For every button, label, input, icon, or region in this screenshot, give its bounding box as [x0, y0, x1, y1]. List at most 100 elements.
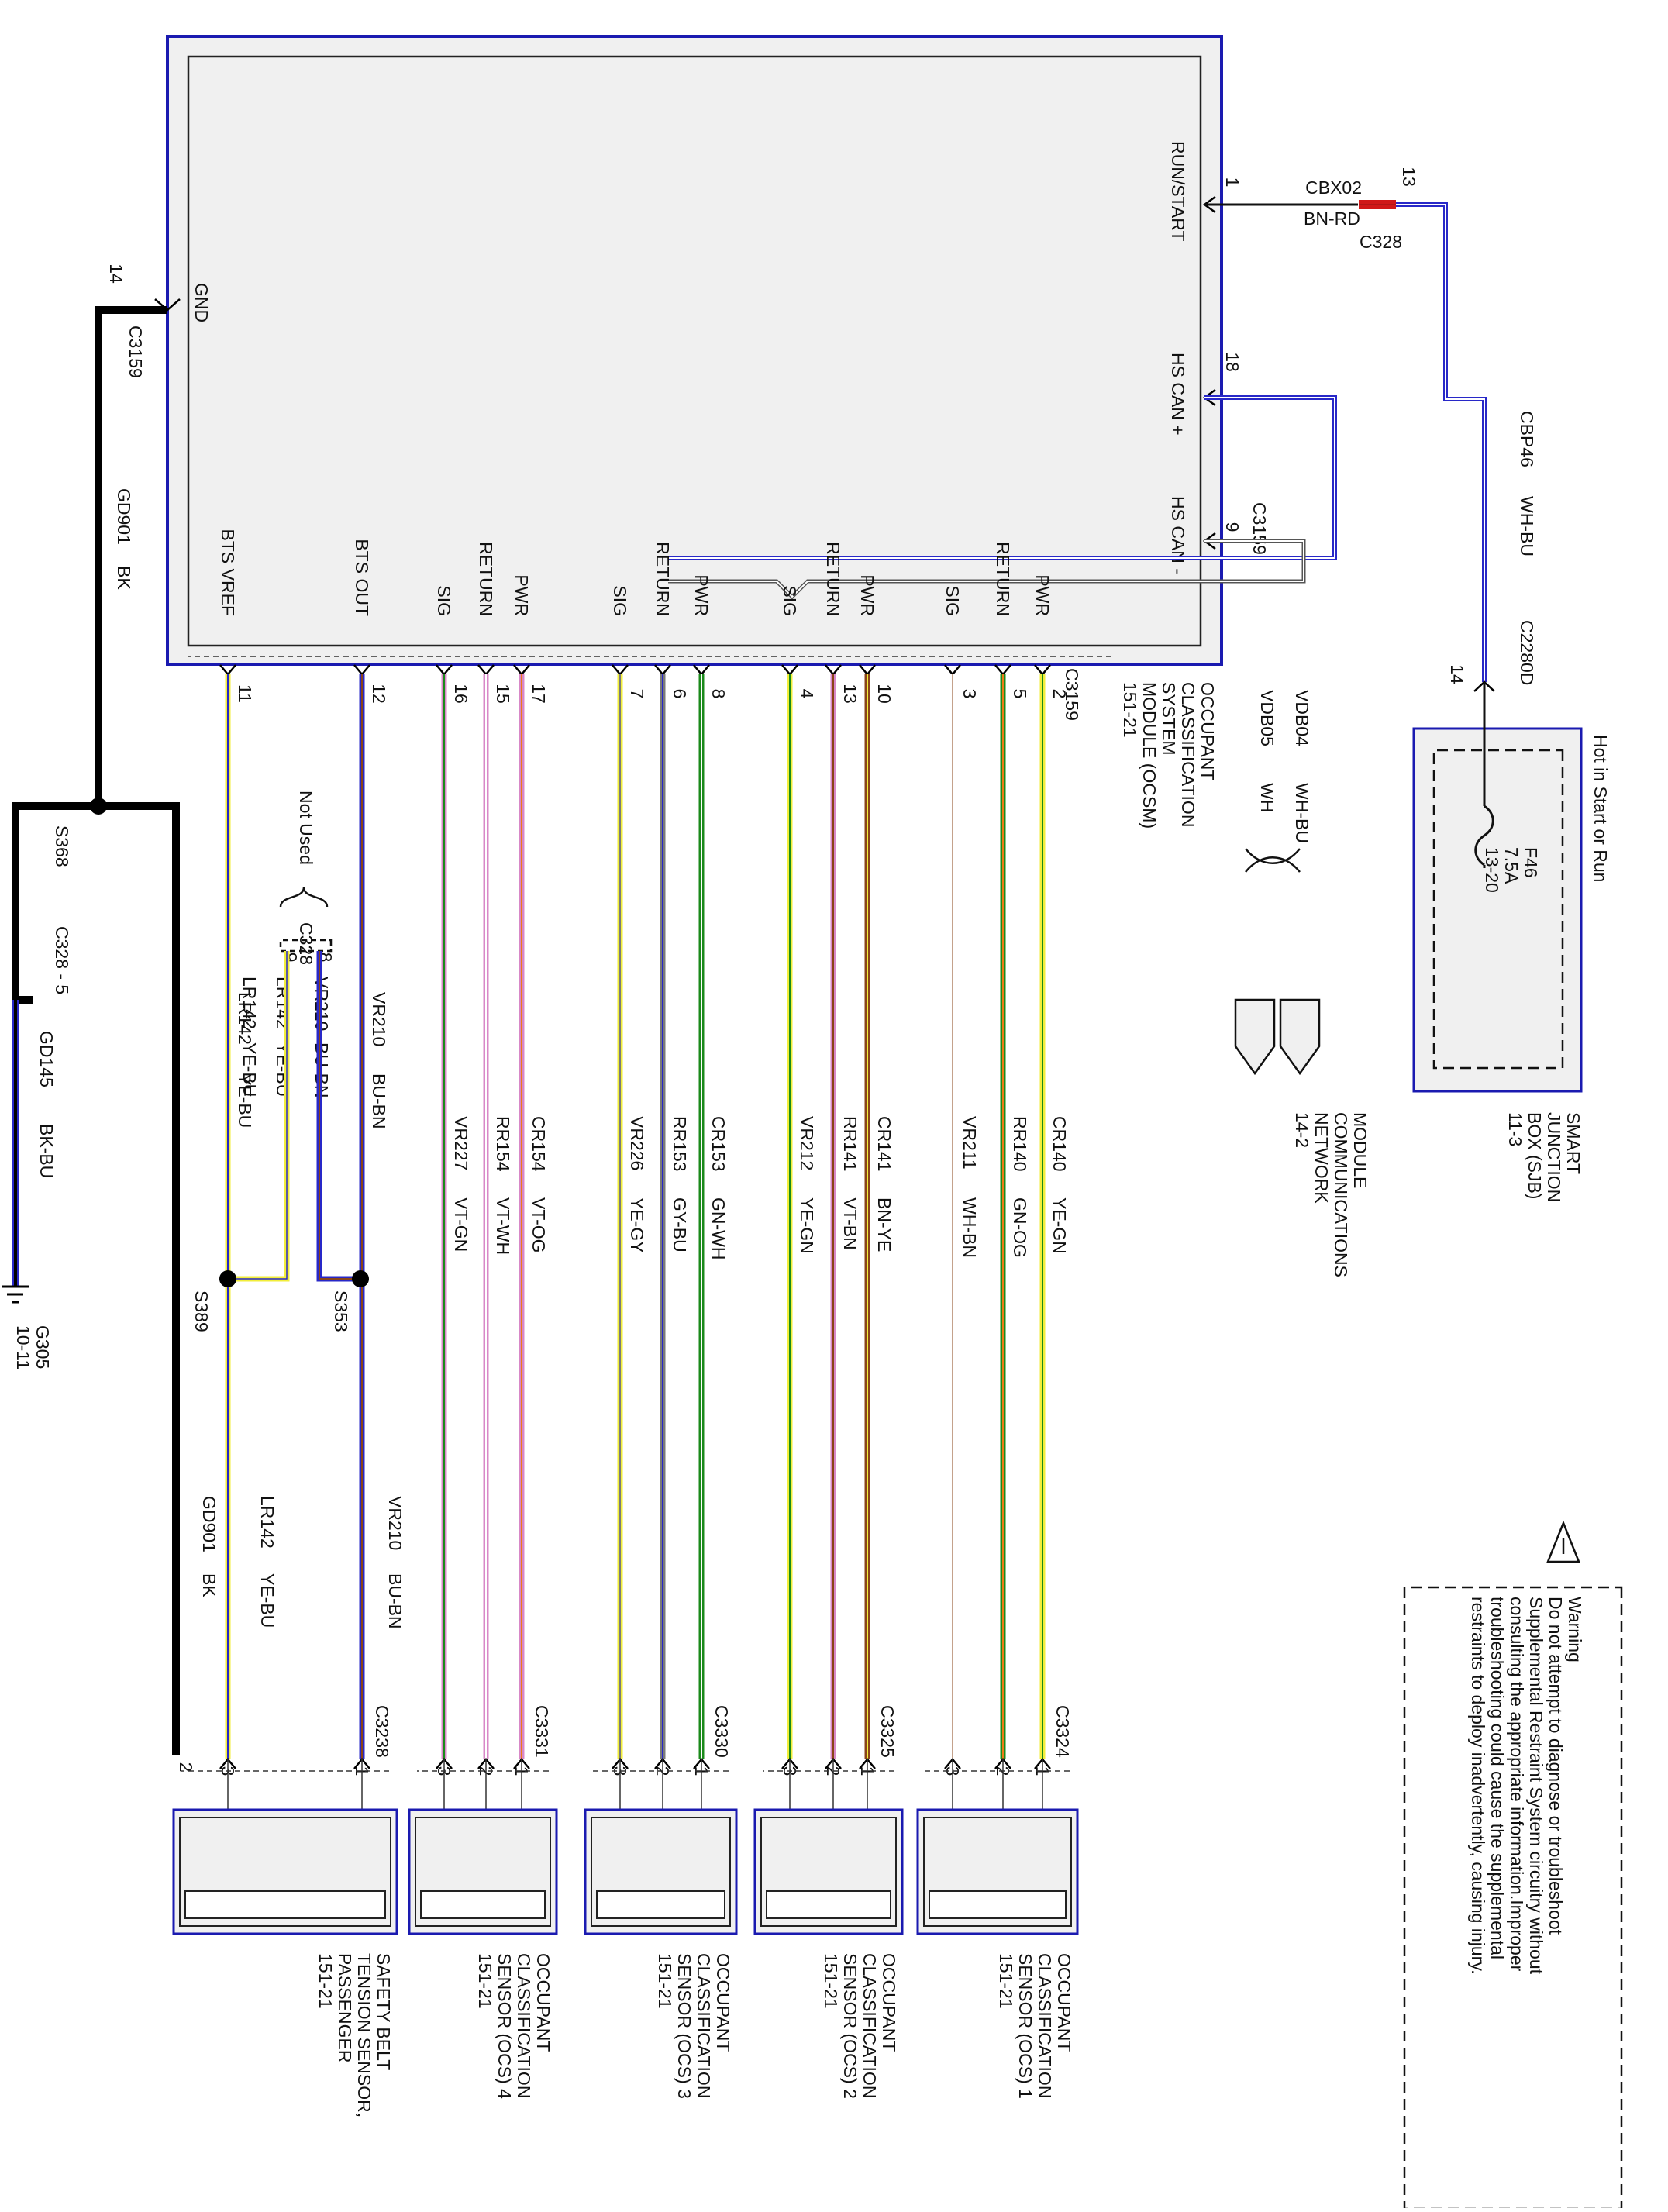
ocsm-module: OCCUPANT CLASSIFICATION SYSTEM MODULE (O…	[166, 35, 1223, 829]
c2280d-pin: 14	[1447, 664, 1467, 684]
circuit-color: YE-GN	[1049, 1197, 1070, 1254]
cbx02-circuit: CBX02	[1305, 177, 1362, 198]
pin-arrow-icon	[654, 664, 671, 676]
warning-title: Warning	[1565, 1597, 1585, 1662]
lr142-stub1-color: YE-BU	[273, 1042, 293, 1097]
g305-name: G305	[33, 1325, 53, 1369]
sensor-title-line: TENSION SENSOR,	[354, 1953, 374, 2117]
lr142-stub2-circuit: LR142	[240, 977, 260, 1029]
pin-number: 3	[960, 689, 980, 699]
gnd-pin: 14	[106, 264, 126, 284]
sensor-title-line: 151-21	[821, 1953, 841, 2009]
run-start-label: RUN/START	[1168, 141, 1188, 242]
pin-arrow-icon	[513, 664, 530, 676]
pin-function-label: PWR	[857, 574, 877, 616]
pin-number: 17	[529, 684, 549, 704]
network-line-2: COMMUNICATIONS	[1331, 1112, 1351, 1277]
circuit-color: VT-OG	[529, 1197, 549, 1253]
sjb-title-line-4: 11-3	[1505, 1112, 1525, 1146]
vr210-lower-circuit: VR210	[385, 1496, 405, 1550]
pin-function-label: PWR	[512, 574, 532, 616]
pin-function-label: SIG	[943, 585, 963, 616]
sensor-title-line: OCCUPANT	[879, 1953, 899, 2052]
pin-number: 10	[874, 684, 894, 704]
warning-line-4: troubleshooting could cause the suppleme…	[1487, 1597, 1508, 1959]
pin-number: 16	[451, 684, 471, 704]
circuit-id: CR141	[874, 1116, 894, 1172]
fuse-ref: 13-20	[1482, 847, 1502, 893]
pin-function-label: PWR	[691, 574, 712, 616]
pin-function-label: PWR	[1032, 574, 1053, 616]
sjb-title-line-2: JUNCTION	[1544, 1112, 1564, 1202]
not-used-label: Not Used	[296, 791, 316, 865]
circuit-color: GY-BU	[670, 1197, 690, 1252]
warning-triangle-icon	[1546, 1520, 1580, 1563]
can-plus-pin: 18	[1222, 352, 1242, 372]
pin-number: 7	[627, 689, 647, 699]
lr142-lower-circuit: LR142	[257, 1496, 277, 1549]
gnd-connector: C3159	[126, 326, 146, 378]
pin-wires: PWR2CR140YE-GN1RETURN5RR140GN-OG2SIG3VR2…	[218, 529, 1070, 1891]
can-minus-pin: 9	[1222, 522, 1242, 532]
sensor-title-line: OCCUPANT	[533, 1953, 553, 2052]
sensor-inner-frame	[760, 1817, 897, 1927]
splice-s353: S353	[331, 1290, 351, 1332]
pin-arrow-icon	[994, 664, 1011, 676]
lr142-stub1-circuit: LR142	[273, 977, 293, 1029]
fuse-rating: 7.5A	[1501, 847, 1522, 884]
circuit-id: LR142	[235, 992, 255, 1045]
fuse-name: F46	[1521, 847, 1541, 878]
sensor-inner-frame	[415, 1817, 551, 1927]
pin-function-label: SIG	[610, 585, 630, 616]
circuit-color: VT-BN	[840, 1197, 860, 1250]
bts-gnd-pin: 2	[176, 1762, 196, 1773]
gd145-color: BK-BU	[36, 1124, 57, 1178]
c328-inline-label: C328 - 5	[52, 926, 72, 994]
vr210-lower-color: BU-BN	[385, 1573, 405, 1629]
sensor-connector-label: C3324	[1053, 1705, 1073, 1758]
g305-ref: 10-11	[13, 1325, 33, 1370]
network-line-1: MODULE	[1350, 1112, 1370, 1188]
hs-can-plus-label: HS CAN +	[1168, 353, 1188, 436]
sensor-title-line: OCCUPANT	[713, 1953, 733, 2052]
smart-junction-box: Hot in Start or Run F46 7.5A 13-20 SMART…	[1412, 682, 1611, 1202]
pin-function-label: SIG	[434, 585, 454, 616]
circuit-color: BN-YE	[874, 1197, 894, 1252]
can-connector-label: C3159	[1249, 502, 1270, 555]
circuit-id: VR210	[369, 992, 389, 1046]
circuit-color: YE-GN	[797, 1197, 817, 1254]
circuit-color: GN-WH	[708, 1197, 729, 1259]
pin-function-label: RETURN	[476, 542, 496, 616]
pin-arrow-icon	[612, 664, 629, 676]
gd145-circuit: GD145	[36, 1031, 57, 1087]
circuit-id: RR140	[1010, 1116, 1030, 1172]
pin-function-label: BTS OUT	[352, 539, 372, 616]
pin-arrow-icon	[353, 664, 370, 676]
network-line-3: NETWORK	[1311, 1112, 1332, 1204]
sensor-title-line: 151-21	[475, 1953, 495, 2009]
pin-arrow-icon	[436, 664, 453, 676]
sensor-connector-block	[596, 1890, 725, 1919]
module-title-line-4: MODULE (OCSM)	[1139, 682, 1160, 829]
c328-power-connector: C328	[1360, 232, 1402, 252]
sensor-title-line: CLASSIFICATION	[694, 1953, 714, 2098]
pin-arrow-icon	[219, 664, 236, 676]
sensor-title-line: 151-21	[655, 1953, 675, 2009]
warning-line-3: consulting the appropriate information.I…	[1507, 1597, 1527, 1972]
vdb05-color: WH	[1257, 783, 1277, 812]
cbp46-color: WH-BU	[1517, 496, 1537, 556]
circuit-id: RR141	[840, 1116, 860, 1172]
pin-arrow-icon	[825, 664, 842, 676]
pin-arrow-icon	[1034, 664, 1051, 676]
circuit-id: VR226	[627, 1116, 647, 1170]
sensor-title-line: CLASSIFICATION	[860, 1953, 880, 2098]
circuit-color: VT-GN	[451, 1197, 471, 1252]
